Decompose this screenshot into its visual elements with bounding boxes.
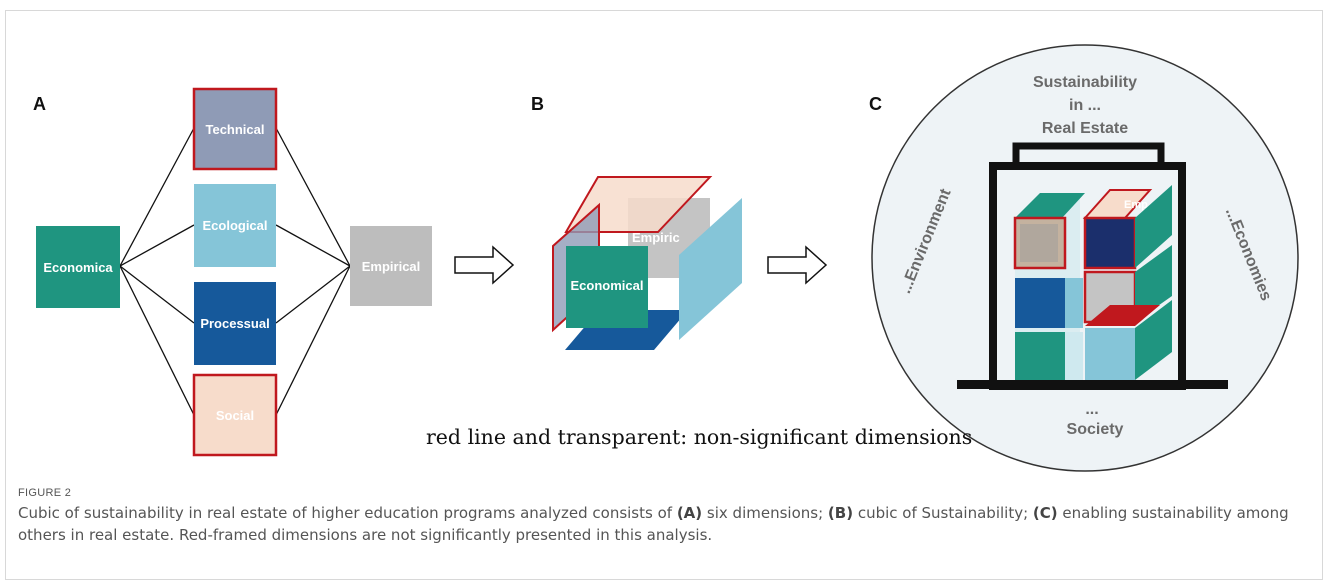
processual-box [194, 282, 276, 365]
figure-caption: Cubic of sustainability in real estate o… [18, 502, 1308, 546]
cube-r2-left [1015, 278, 1065, 328]
economical-box-label: Economica [43, 260, 113, 275]
cube-r3-right [1085, 328, 1135, 380]
empirical-box [350, 226, 432, 306]
panel-label-a: A [33, 94, 46, 114]
panel-label-c: C [869, 94, 882, 114]
caption-part2: six dimensions; [702, 504, 828, 522]
caption-a: (A) [676, 504, 703, 522]
cube-r3-left [1015, 332, 1065, 380]
figure-note: red line and transparent: non-significan… [426, 425, 973, 449]
cube-front-face [566, 246, 648, 328]
cube-right-face [679, 198, 742, 340]
panel-b: Empiric Economical [552, 176, 828, 350]
processual-box-label: Processual [200, 316, 269, 331]
cube-top-face [564, 176, 713, 233]
social-box [192, 373, 278, 457]
caption-part1: Cubic of sustainability in real estate o… [18, 504, 677, 522]
arrow-a-to-b [454, 245, 515, 285]
building-frame [957, 142, 1228, 390]
empirical-box-label: Empirical [362, 259, 421, 274]
social-box-label: Social [216, 408, 254, 423]
ecological-box [194, 184, 276, 267]
cube-r1-label: Emp [1124, 199, 1148, 211]
technical-box-label: Technical [205, 122, 264, 137]
panel-c-title-line3: Real Estate [1042, 120, 1128, 137]
figure-label: FIGURE 2 [18, 487, 72, 499]
cube-stack: Emp [1013, 185, 1172, 380]
caption-part3: cubic of Sustainability; [853, 504, 1033, 522]
panel-a: Economica Technical Ecological Processua… [36, 87, 515, 457]
caption-part4: enabling sustainability among others in … [18, 504, 1289, 544]
cube-back-face-label: Empiric [632, 230, 680, 245]
economical-box [36, 226, 120, 308]
panel-c-bottom-dots: ... [1085, 401, 1098, 418]
caption-c: (C) [1032, 504, 1058, 522]
ecological-box-label: Ecological [202, 218, 267, 233]
arrow-b-to-c [767, 245, 828, 285]
panel-c-bottom-label: Society [1067, 421, 1124, 438]
panel-c-title-line1: Sustainability [1033, 74, 1137, 91]
panel-label-b: B [531, 94, 544, 114]
cube-r1-right [1083, 216, 1137, 270]
technical-box [192, 87, 278, 171]
panel-c: Sustainability in ... Real Estate ...Env… [871, 44, 1299, 472]
caption-b: (B) [827, 504, 854, 522]
panel-a-connectors [119, 127, 351, 416]
panel-c-title-line2: in ... [1069, 97, 1101, 114]
cube-front-face-label: Economical [571, 278, 644, 293]
